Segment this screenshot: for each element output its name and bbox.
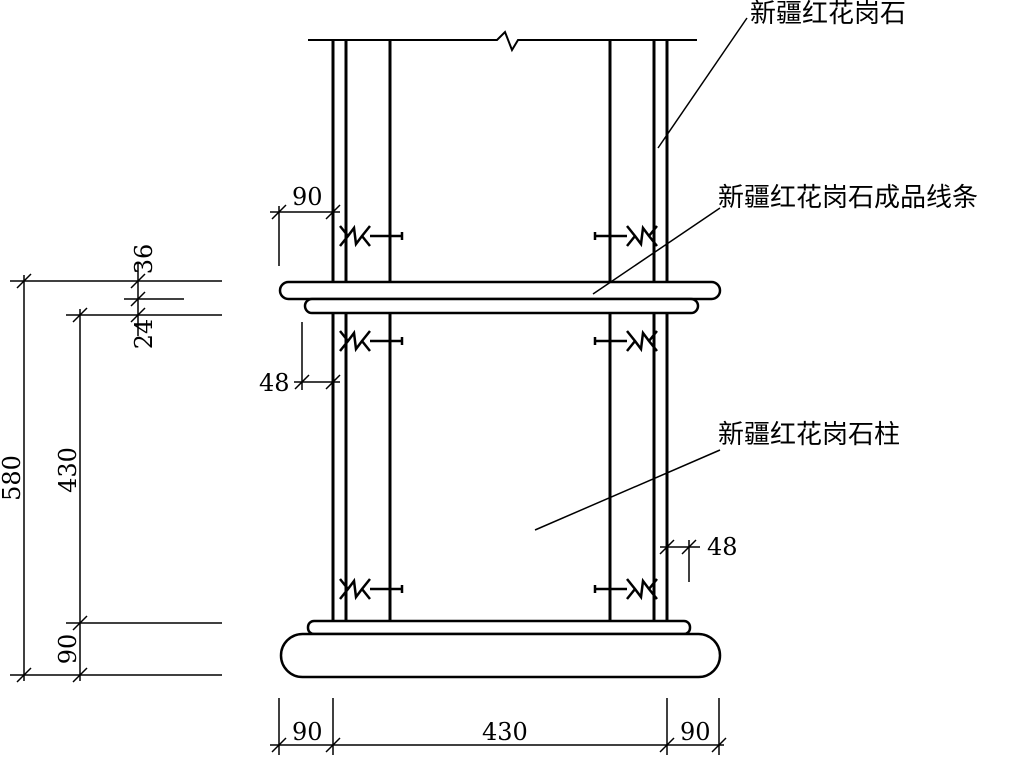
right-cladding [608,40,669,622]
label-granite-molding: 新疆红花岗石成品线条 [718,183,978,213]
dim-left-gap: 48 [259,369,290,397]
dim-left-base: 90 [54,634,82,665]
dim-top-offset: 90 [292,183,323,211]
bottom-dimension-lines [270,698,727,755]
left-dimension-lines [10,262,222,683]
dim-top-offset-lines [270,204,341,266]
label-granite: 新疆红花岗石 [750,0,906,29]
top-break-line [308,30,697,53]
anchor-clip-3 [339,329,404,353]
label-granite-column: 新疆红花岗石柱 [718,420,900,450]
dim-left-top-offset: 36 [130,244,158,275]
column-base [279,619,722,679]
anchor-clip-5 [339,577,404,601]
dim-left-total: 580 [0,455,26,501]
leader-column [534,449,721,531]
dim-right-gap-lines [659,539,700,582]
anchor-clip-6 [593,577,658,601]
molding-band [278,280,722,315]
dim-left-gap-lines [294,322,341,390]
dim-right-gap: 48 [707,533,738,561]
dim-bottom-left: 90 [292,718,323,746]
dim-bottom-middle: 430 [482,718,528,746]
dim-left-molding: 24 [130,319,158,350]
leader-granite [657,17,748,149]
anchor-clip-1 [339,224,404,248]
left-cladding [331,40,392,622]
leader-molding [592,207,721,295]
anchor-clip-2 [593,224,658,248]
anchor-clip-4 [593,329,658,353]
dim-left-main: 430 [54,447,82,493]
dim-bottom-right: 90 [680,718,711,746]
